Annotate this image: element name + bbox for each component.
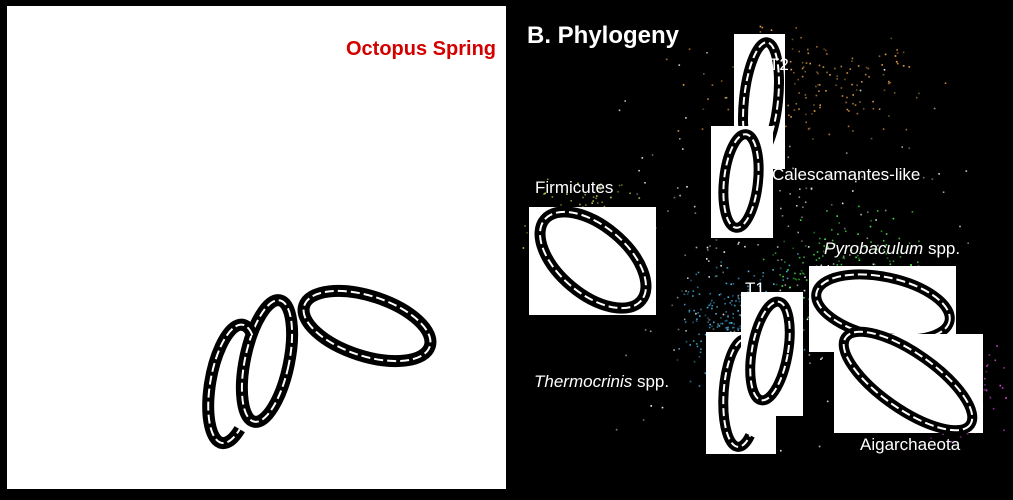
label-thermocrinis-suffix: spp.: [632, 372, 669, 391]
label-thermocrinis: Thermocrinis spp.: [534, 372, 669, 391]
label-aigarchaeota: Aigarchaeota: [860, 435, 961, 454]
phylogeny-cells-svg: T2 Calescamantes-like Firmicutes: [515, 6, 1011, 500]
label-pyrobaculum-genus: Pyrobaculum: [824, 239, 923, 258]
label-t2: T2: [769, 55, 789, 74]
label-pyrobaculum-suffix: spp.: [923, 239, 960, 258]
label-calescamantes: Calescamantes-like: [772, 165, 920, 184]
phylogeny-panel: B. Phylogeny T2 Calescamantes-like: [515, 6, 1011, 500]
cell-calescamantes: [711, 126, 773, 238]
label-pyrobaculum: Pyrobaculum spp.: [824, 239, 960, 258]
label-t1: T1: [745, 279, 765, 298]
octopus-spring-panel: Octopus Spring: [7, 6, 506, 489]
left-cells-svg: [7, 6, 506, 489]
label-thermocrinis-genus: Thermocrinis: [534, 372, 633, 391]
cell-left-large: [295, 277, 439, 375]
label-firmicutes: Firmicutes: [535, 178, 613, 197]
cell-t1: [741, 292, 803, 416]
cell-left-middle: [233, 296, 302, 426]
